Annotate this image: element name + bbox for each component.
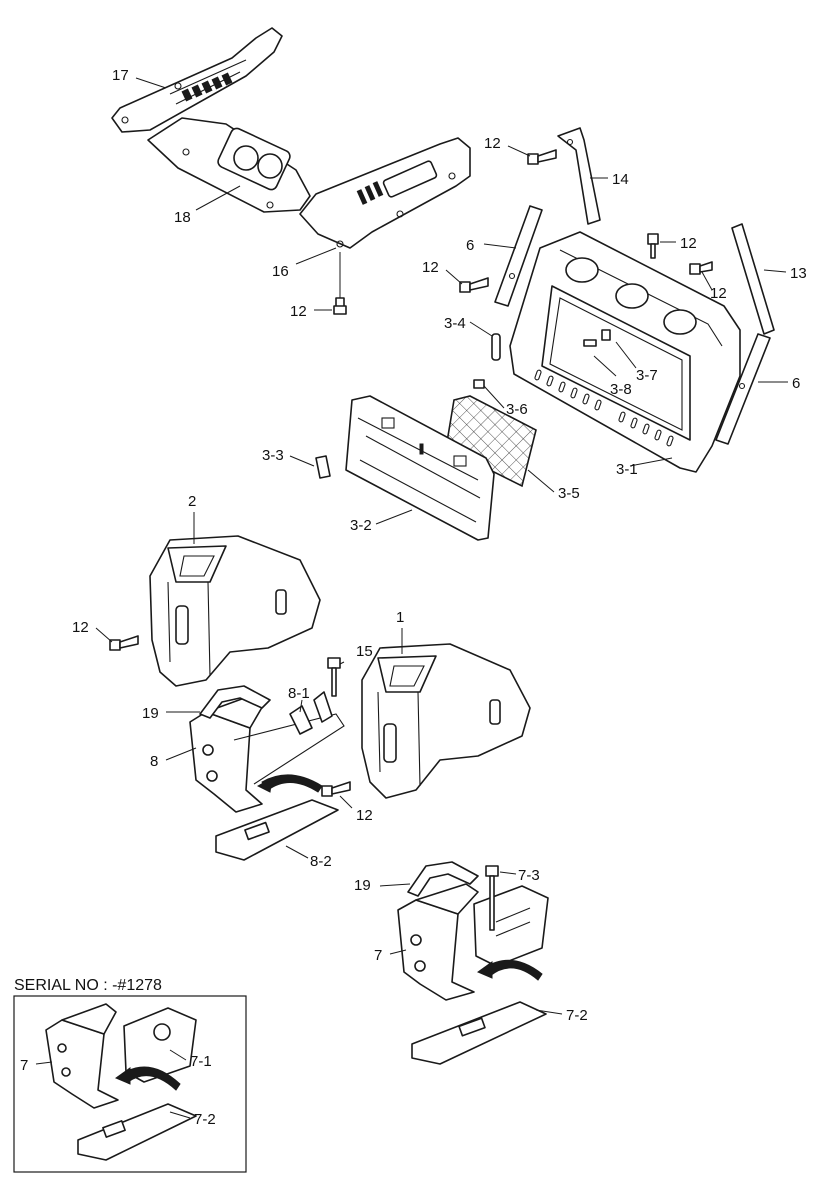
callout-12-upper: 12 [290,303,307,320]
serial-inset [13,995,247,1173]
bolt-15 [327,657,341,697]
callout-14: 14 [612,171,629,188]
cover-1 [361,643,531,799]
arrow-8 [256,774,323,793]
callout-3-1: 3-1 [616,461,638,478]
bolt-12-right [689,261,713,275]
callout-2: 2 [188,493,196,510]
callout-3-2: 3-2 [350,517,372,534]
callout-12-bracket14: 12 [484,135,501,152]
callout-7-2-inset: 7-2 [194,1111,216,1128]
callout-3-4: 3-4 [444,315,466,332]
callout-7-2: 7-2 [566,1007,588,1024]
callout-12-cover2: 12 [72,619,89,636]
callout-3-3: 3-3 [262,447,284,464]
bolt-7-3 [485,865,499,931]
bracket-19-lower [407,861,479,897]
bracket-6-left [494,205,543,307]
callout-19-lower: 19 [354,877,371,894]
upper-trim-cover [111,27,471,249]
bracket-7 [397,883,549,1001]
bolt-12-upper [333,252,347,315]
clip-3-3 [315,455,331,479]
bolt-12-bracket14 [527,149,557,165]
callout-6-right: 6 [792,375,800,392]
callout-6-left: 6 [466,237,474,254]
bolt-12-cover2 [109,635,139,651]
callout-3-8: 3-8 [610,381,632,398]
callout-7-3: 7-3 [518,867,540,884]
callout-12-left: 12 [422,259,439,276]
bracket-8 [189,691,345,813]
callout-7-inset: 7 [20,1057,28,1074]
bracket-14 [557,127,601,225]
clip-3-4 [491,333,501,361]
pad-7-2 [411,1001,547,1065]
serial-number-note: SERIAL NO : -#1278 [14,977,162,994]
pad-8-2 [215,799,339,861]
callout-3-5: 3-5 [558,485,580,502]
callout-1: 1 [396,609,404,626]
callout-3-6: 3-6 [506,401,528,418]
lid-panel-3-2 [345,395,495,541]
callout-7-1: 7-1 [190,1053,212,1070]
callout-8-2: 8-2 [310,853,332,870]
callout-12-mid: 12 [680,235,697,252]
bracket-6-right [715,333,771,445]
bracket-13 [731,223,775,335]
bolt-12-mid [647,233,659,259]
screw-3-6 [473,379,485,389]
callout-labels: 17 18 16 12 12 14 6 12 12 12 13 3-4 3-7 … [14,67,807,1128]
bracket-19-upper [199,685,271,719]
callout-18: 18 [174,209,191,226]
callout-7: 7 [374,947,382,964]
vent-slots [534,369,674,447]
callout-8-1: 8-1 [288,685,310,702]
callout-12-cover1: 12 [356,807,373,824]
callout-16: 16 [272,263,289,280]
callout-8: 8 [150,753,158,770]
callout-13: 13 [790,265,807,282]
leader-lines [35,77,788,1119]
callout-15: 15 [356,643,373,660]
cover-2 [149,535,321,687]
bolt-12-cover1 [321,781,351,797]
callout-19-upper: 19 [142,705,159,722]
bolt-12-left [459,277,489,293]
callout-12-right: 12 [710,285,727,302]
callout-17: 17 [112,67,129,84]
arrow-7 [476,959,543,981]
callout-3-7: 3-7 [636,367,658,384]
console-box-3-1 [509,231,741,473]
